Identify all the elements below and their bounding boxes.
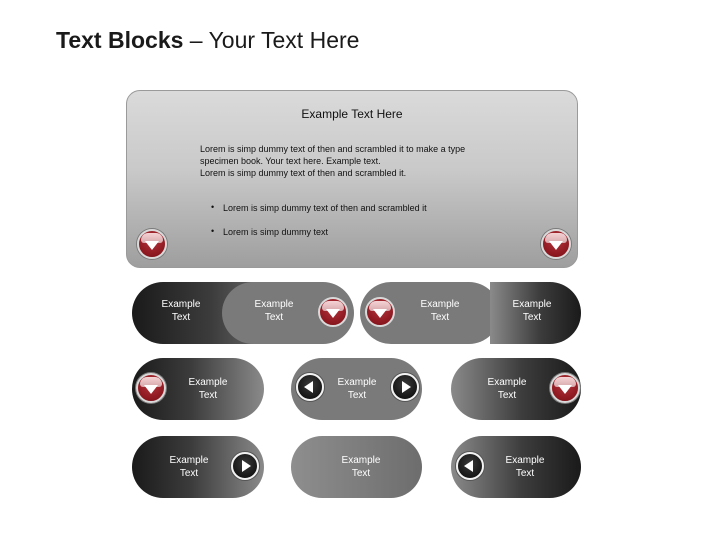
down-arrow-icon[interactable] [136, 373, 166, 403]
bullet-item: Lorem is simp dummy text of then and scr… [211, 202, 427, 227]
down-arrow-icon[interactable] [541, 229, 571, 259]
block-label: Example Text [341, 455, 381, 479]
block-label: Example Text [512, 299, 552, 323]
right-arrow-icon[interactable] [231, 452, 259, 480]
block-label: Example Text [254, 299, 294, 323]
block-label: Example Text [337, 377, 377, 401]
page-title: Text Blocks – Your Text Here [56, 27, 359, 54]
page-title-bold: Text Blocks [56, 27, 184, 53]
down-arrow-icon[interactable] [550, 373, 580, 403]
top-block-paragraph: Lorem is simp dummy text of then and scr… [200, 144, 466, 178]
bullet-item: Lorem is simp dummy text [211, 226, 427, 251]
block-label: Example Text [505, 455, 545, 479]
down-arrow-icon[interactable] [318, 297, 348, 327]
page-title-rest: – Your Text Here [183, 27, 360, 53]
block-label: Example Text [487, 377, 527, 401]
down-arrow-icon[interactable] [365, 297, 395, 327]
block-label: Example Text [188, 377, 228, 401]
top-block-bullets: Lorem is simp dummy text of then and scr… [211, 202, 427, 251]
block-label: Example Text [420, 299, 460, 323]
text-block-row3-center [291, 436, 422, 498]
top-text-block: Example Text Here Lorem is simp dummy te… [126, 90, 578, 268]
top-block-heading: Example Text Here [301, 107, 403, 121]
right-arrow-icon[interactable] [391, 373, 419, 401]
text-block-row1-right [490, 282, 581, 344]
block-label: Example Text [169, 455, 209, 479]
block-label: Example Text [161, 299, 201, 323]
down-arrow-icon[interactable] [137, 229, 167, 259]
left-arrow-icon[interactable] [296, 373, 324, 401]
left-arrow-icon[interactable] [456, 452, 484, 480]
